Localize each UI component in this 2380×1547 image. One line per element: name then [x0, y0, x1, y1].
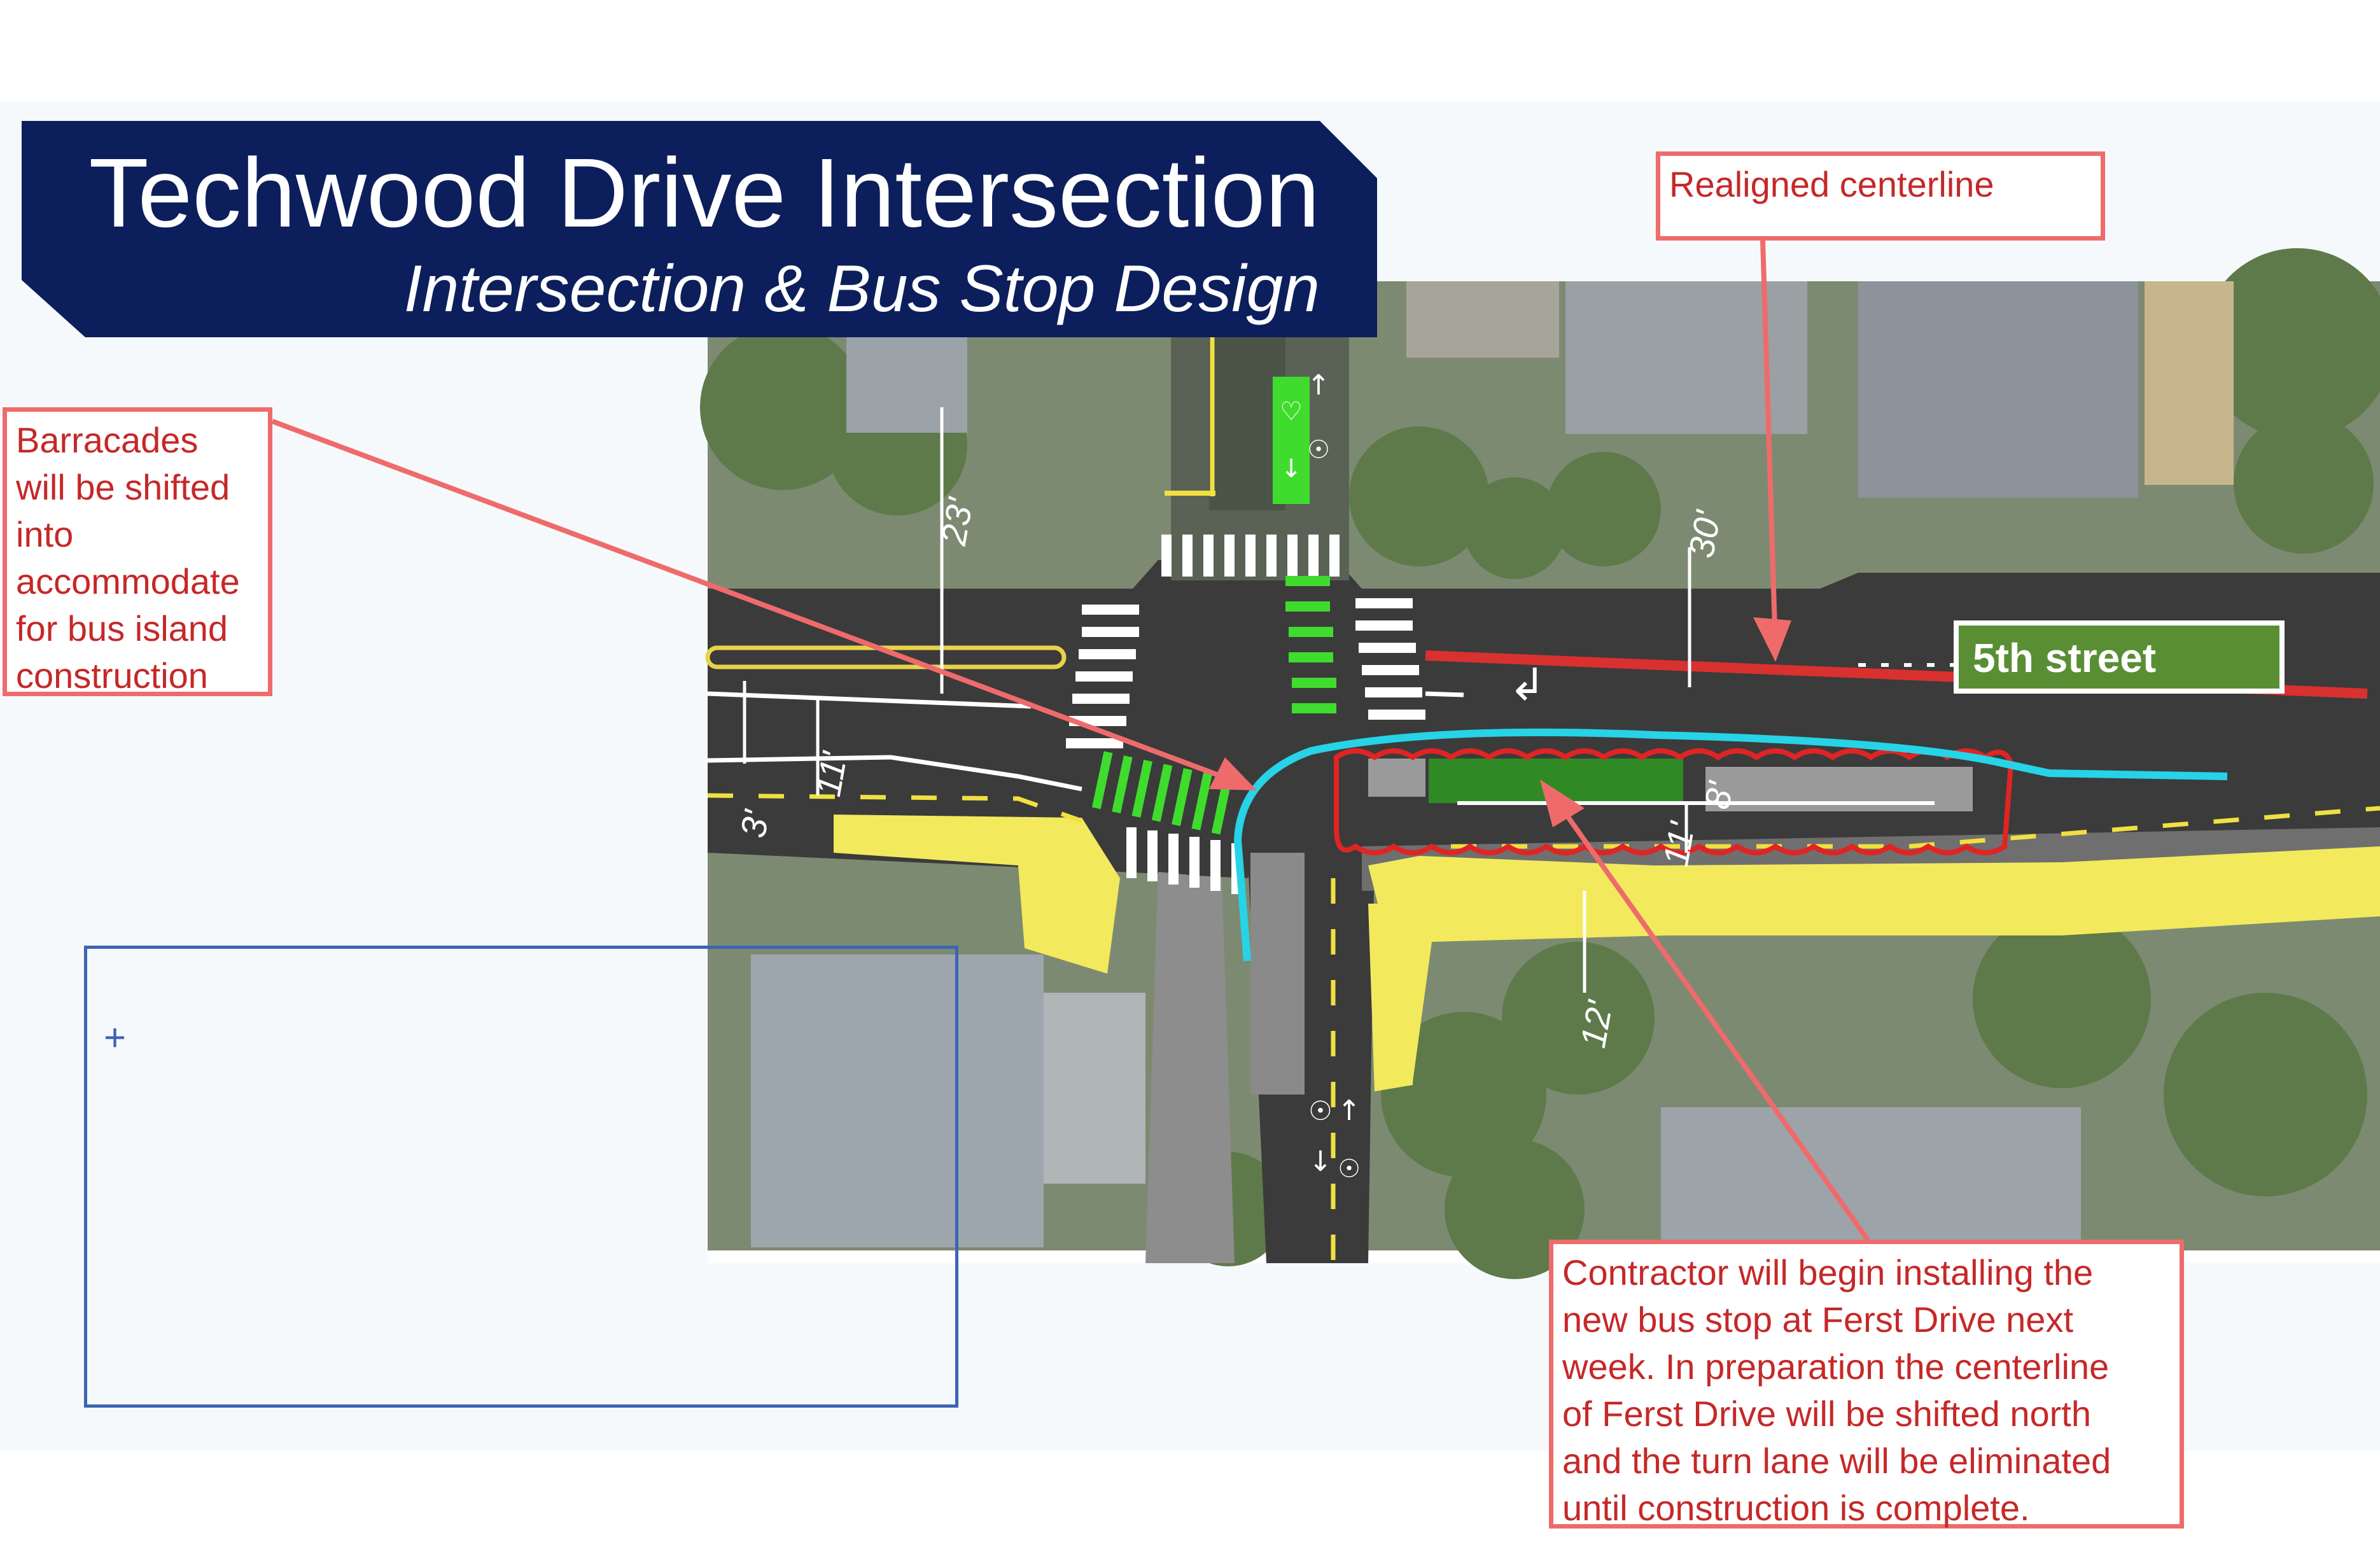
callout-line: into: [16, 514, 74, 554]
callout-line: until construction is complete.: [1562, 1488, 2030, 1528]
bus-island-grey-west: [1368, 759, 1425, 797]
title-banner: Techwood Drive Intersection Intersection…: [22, 121, 1377, 337]
callout-line: new bus stop at Ferst Drive next: [1562, 1299, 2074, 1340]
bike-crossing-north: [1285, 576, 1336, 713]
callout-line: will be shifted: [16, 467, 230, 507]
crosswalk-north: [1161, 535, 1340, 577]
callout-line: Contractor will begin installing the: [1562, 1252, 2094, 1292]
empty-note-box[interactable]: +: [84, 946, 958, 1408]
dimension-label: 23': [932, 495, 981, 549]
callout-line: Barracades: [16, 420, 199, 460]
crosswalk-east: [1355, 598, 1425, 720]
sidewalk-yellow-east: [1368, 846, 2380, 1088]
callout-line: accommodate: [16, 561, 240, 601]
dimension-label: 11': [807, 749, 855, 800]
callout-line: week. In preparation the centerline: [1562, 1347, 2110, 1387]
street-name-sign: 5th street: [1954, 620, 2285, 694]
bike-crossing-west: [1091, 751, 1233, 835]
svg-text:↑: ↑: [1338, 1095, 1361, 1127]
callout-barricades: Barracades will be shifted into accommod…: [3, 407, 272, 696]
sidewalk-yellow-west: [834, 815, 1120, 974]
callout-line: of Ferst Drive will be shifted north: [1562, 1394, 2091, 1434]
construction-zone-outline: [1334, 748, 2014, 855]
svg-text:☉: ☉: [1307, 435, 1330, 465]
callout-line: construction: [16, 655, 208, 696]
svg-text:↓: ↓: [1280, 454, 1302, 484]
svg-text:↑: ↑: [1307, 369, 1331, 402]
street-name-text: 5th street: [1973, 635, 2157, 681]
svg-text:↓: ↓: [1309, 1145, 1333, 1178]
bike-lane-symbol-icon: ♡: [1280, 397, 1303, 426]
dimension-label: 12': [1572, 998, 1620, 1051]
callout-line: Realigned centerline: [1669, 164, 1994, 204]
callout-arrowheads: [1209, 617, 1791, 827]
dimension-label: 11': [1655, 819, 1702, 870]
bike-lane-north: [1273, 377, 1310, 504]
page-title: Techwood Drive Intersection: [88, 138, 1320, 248]
callout-contractor: Contractor will begin installing the new…: [1549, 1240, 2184, 1529]
dimension-label: 30': [1680, 508, 1728, 561]
page-subtitle: Intersection & Bus Stop Design: [403, 252, 1320, 326]
turn-arrow-icon: ↲: [1509, 659, 1546, 711]
callout-leaders: [271, 240, 1870, 1242]
crosswalk-west: [1066, 605, 1139, 748]
callout-line: and the turn lane will be eliminated: [1562, 1441, 2111, 1481]
building-roofs: [751, 281, 2234, 1254]
tree-canopy: [700, 248, 2380, 1279]
callout-line: for bus island: [16, 608, 228, 648]
callout-centerline: Realigned centerline: [1656, 151, 2105, 241]
svg-text:☉: ☉: [1308, 1095, 1333, 1126]
svg-text:☉: ☉: [1338, 1154, 1361, 1184]
plus-icon[interactable]: +: [104, 1016, 127, 1059]
bus-island-cyan-outline: [1233, 728, 2228, 962]
